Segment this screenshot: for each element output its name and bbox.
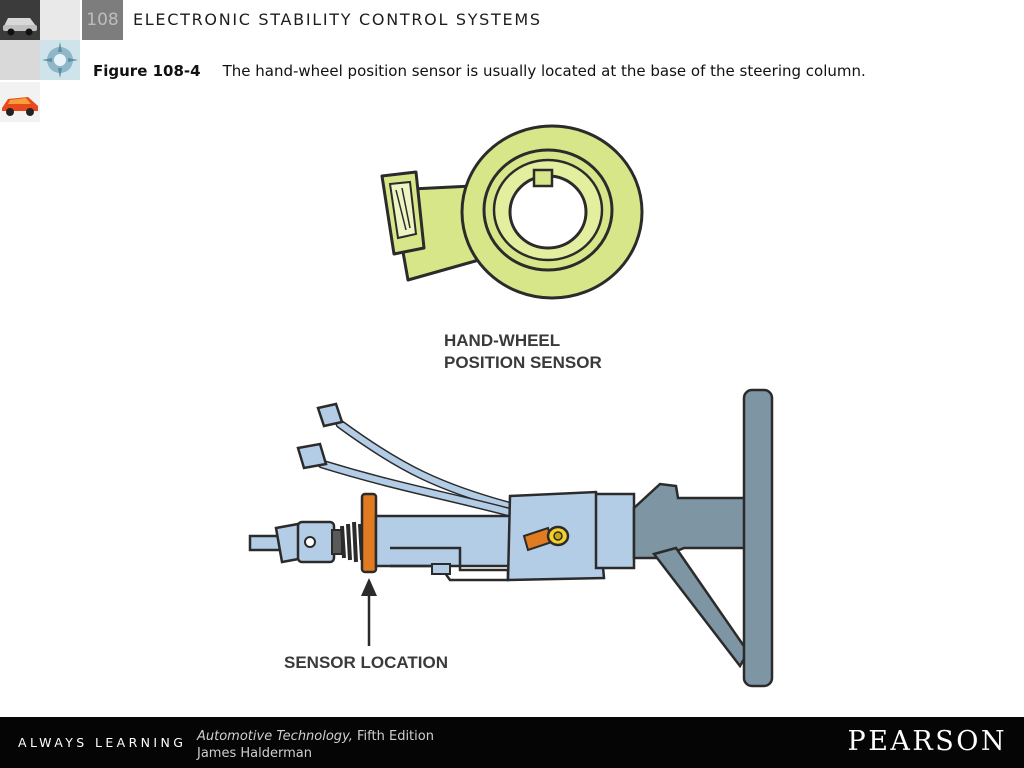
book-citation: Automotive Technology, Fifth Edition Jam…	[197, 728, 434, 762]
gear-crystal-thumbnail-icon	[40, 40, 80, 80]
sensor-location-label: SENSOR LOCATION	[284, 653, 449, 672]
figure-caption: Figure 108-4 The hand-wheel position sens…	[93, 61, 943, 81]
white-thumbnail	[40, 82, 80, 122]
footer-tagline: ALWAYS LEARNING	[18, 735, 187, 750]
sports-car-thumbnail-icon	[0, 82, 40, 122]
steering-column-illustration	[248, 124, 774, 688]
gray-thumbnail	[0, 40, 40, 80]
sensor-pointer-arrow	[361, 578, 377, 646]
chapter-number: 108	[82, 0, 123, 40]
steering-column-body	[374, 490, 636, 582]
thumbnail-strip	[0, 0, 82, 122]
wire-harness	[296, 402, 529, 521]
sensor-location-ring	[360, 492, 378, 574]
hand-wheel-sensor-label: HAND-WHEEL POSITION SENSOR	[444, 331, 602, 372]
publisher-logo: PEARSON	[847, 726, 1007, 757]
steering-wheel-icon	[632, 388, 774, 688]
chapter-title: ELECTRONIC STABILITY CONTROL SYSTEMS	[133, 10, 542, 29]
book-author: James Halderman	[197, 746, 312, 761]
hand-wheel-sensor-icon	[380, 124, 644, 300]
book-title: Automotive Technology,	[197, 729, 353, 744]
car-thumbnail-icon	[0, 0, 40, 40]
book-edition: Fifth Edition	[352, 729, 434, 744]
figure-label: Figure 108-4	[93, 62, 201, 80]
figure-caption-text: The hand-wheel position sensor is usuall…	[222, 62, 866, 80]
blank-thumbnail	[40, 0, 80, 40]
footer-bar: ALWAYS LEARNING Automotive Technology, F…	[0, 717, 1024, 768]
steering-shaft	[248, 520, 364, 564]
steering-column-figure: HAND-WHEEL POSITION SENSOR SENSOR LOCATI…	[240, 118, 800, 698]
